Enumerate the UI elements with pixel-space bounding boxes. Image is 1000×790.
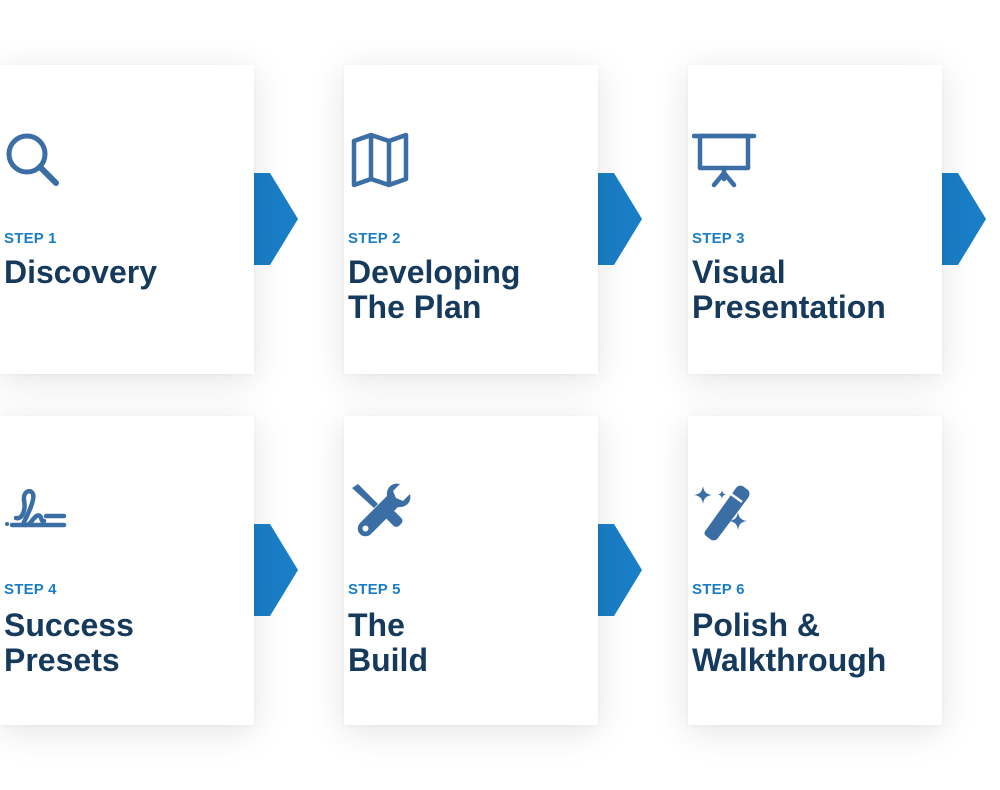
step-label: STEP 4: [4, 581, 57, 598]
step-card-5: STEP 5 The Build: [344, 416, 598, 725]
step-card-1: STEP 1 Discovery: [0, 65, 254, 374]
step-title: Discovery: [4, 254, 157, 290]
step-title: The Build: [348, 607, 428, 678]
step-label: STEP 1: [4, 230, 57, 247]
step-card-3: STEP 3 Visual Presentation: [688, 65, 942, 374]
step-card-2: STEP 2 Developing The Plan: [344, 65, 598, 374]
search-icon: [4, 131, 70, 197]
arrow-step-2-to-3: [596, 173, 642, 265]
arrow-step-1-to-2: [252, 173, 298, 265]
step-label: STEP 6: [692, 581, 745, 598]
map-icon: [348, 131, 414, 197]
tools-icon: [348, 480, 414, 546]
arrow-step-3-to-next: [940, 173, 986, 265]
step-title: Polish & Walkthrough: [692, 607, 887, 678]
step-label: STEP 5: [348, 581, 401, 598]
step-title: Success Presets: [4, 607, 134, 678]
magic-wand-icon: [692, 480, 758, 546]
step-card-4: STEP 4 Success Presets: [0, 416, 254, 725]
step-title: Visual Presentation: [692, 254, 886, 325]
signature-icon: [4, 480, 70, 546]
arrow-step-5-to-6: [596, 524, 642, 616]
arrow-step-4-to-5: [252, 524, 298, 616]
step-title: Developing The Plan: [348, 254, 521, 325]
step-card-6: STEP 6 Polish & Walkthrough: [688, 416, 942, 725]
step-label: STEP 3: [692, 230, 745, 247]
step-label: STEP 2: [348, 230, 401, 247]
presentation-icon: [692, 131, 758, 197]
